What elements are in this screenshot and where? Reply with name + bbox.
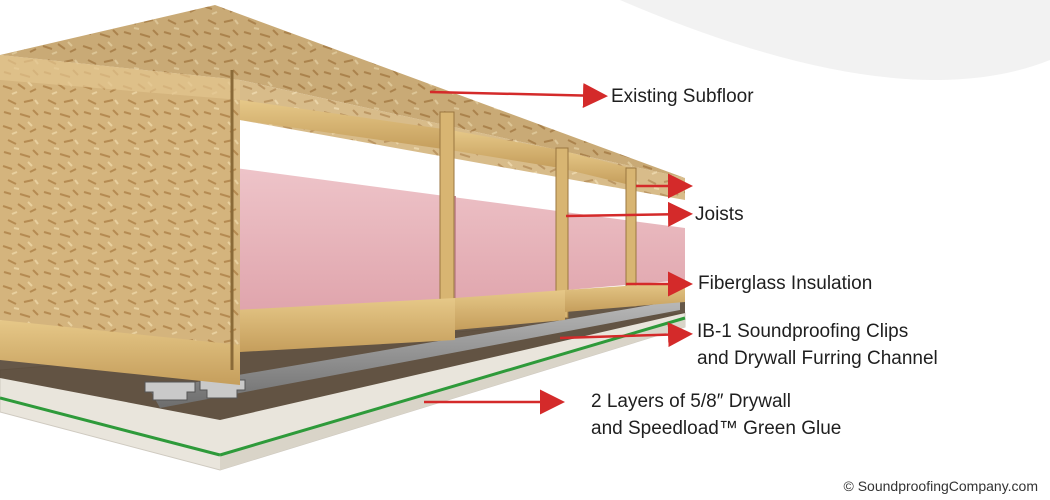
- copyright-notice: © SoundproofingCompany.com: [843, 478, 1039, 494]
- label-insulation: Fiberglass Insulation: [698, 273, 873, 294]
- rim-joist-bottom-beam: [0, 320, 240, 385]
- arrow-subfloor: [429, 83, 608, 109]
- background-swoosh: [620, 0, 1050, 80]
- subfloor-shade: [0, 5, 685, 178]
- label-subfloor: Existing Subfloor: [611, 86, 754, 107]
- fiberglass-insulation: [235, 168, 685, 318]
- joists: [235, 100, 685, 352]
- furring-channel: [150, 300, 680, 408]
- arrow-joists: [565, 201, 693, 227]
- rim-joist-front: [0, 55, 240, 385]
- label-drywall-line2: and Speedload™ Green Glue: [591, 418, 842, 439]
- green-glue-line: [0, 396, 221, 457]
- soundproofing-clip: [144, 379, 246, 401]
- callout-arrows: [424, 83, 693, 415]
- label-drywall-line1: 2 Layers of 5/8″ Drywall: [591, 391, 791, 412]
- label-joists: Joists: [695, 204, 744, 225]
- rim-joist-top-lip: [0, 55, 240, 100]
- subfloor-top: [0, 5, 685, 178]
- green-glue-line-2: [219, 316, 686, 457]
- arrow-clips: [559, 322, 693, 348]
- drywall-edge: [220, 318, 685, 470]
- label-clips-line2: and Drywall Furring Channel: [697, 348, 938, 369]
- label-clips-line1: IB-1 Soundproofing Clips: [697, 321, 909, 342]
